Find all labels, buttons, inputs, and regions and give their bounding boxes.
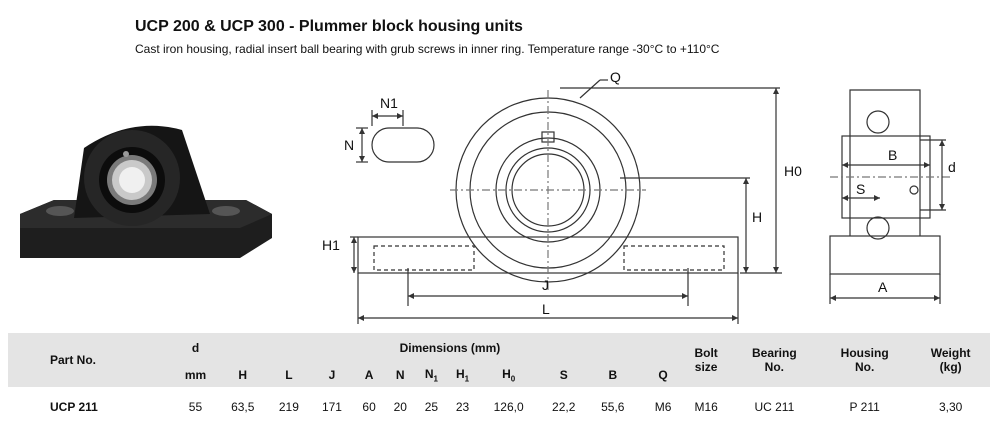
cell-j: 171 <box>321 400 342 414</box>
cell-h0: 126,0 <box>493 400 524 414</box>
label-s: S <box>856 181 865 197</box>
cell-a: 60 <box>362 400 376 414</box>
cell-d: 55 <box>188 400 203 414</box>
unit-mm: mm <box>172 363 219 387</box>
cell-n1: 25 <box>424 400 439 414</box>
cell-h: 63,5 <box>231 400 255 414</box>
col-h1: H1 <box>446 363 479 387</box>
table-row: UCP 211 55 63,5 219 171 60 20 25 23 126,… <box>8 387 990 427</box>
cell-bearing: UC 211 <box>754 400 795 414</box>
cell-weight: 3,30 <box>938 400 963 414</box>
col-l: L <box>267 363 311 387</box>
col-h0: H0 <box>478 363 540 387</box>
grease-nipple <box>123 151 129 157</box>
label-h0: H0 <box>784 163 802 179</box>
cell-spacer <box>637 387 644 427</box>
page-title: UCP 200 & UCP 300 - Plummer block housin… <box>135 18 523 35</box>
cell-q: M6 <box>654 400 672 414</box>
label-h: H <box>752 209 762 225</box>
bolt-slot-left <box>46 206 74 216</box>
product-image <box>20 125 272 258</box>
col-j: J <box>310 363 354 387</box>
col-s: S <box>539 363 589 387</box>
label-n1: N1 <box>380 95 398 111</box>
label-j: J <box>542 277 549 293</box>
label-b: B <box>888 147 897 163</box>
bolt-slot-right <box>212 206 240 216</box>
cell-h1: 23 <box>455 400 470 414</box>
header-weight: Weight(kg) <box>911 333 990 387</box>
technical-drawing: N1 N Q H0 H H1 J L B d S A <box>322 70 956 324</box>
slot-detail <box>371 127 435 163</box>
page-subtitle: Cast iron housing, radial insert ball be… <box>135 42 720 56</box>
cell-b: 55,6 <box>601 400 625 414</box>
col-b: B <box>588 363 638 387</box>
cell-bolt: M16 <box>694 400 718 414</box>
side-view-housing <box>849 89 921 236</box>
header-d: d <box>172 333 219 363</box>
label-n: N <box>344 137 354 153</box>
header-part-no: Part No. <box>8 333 173 387</box>
label-d: d <box>948 159 956 175</box>
col-n: N <box>384 363 416 387</box>
label-a: A <box>878 279 888 295</box>
cell-s: 22,2 <box>552 400 576 414</box>
label-h1: H1 <box>322 237 340 253</box>
col-spacer <box>637 363 645 387</box>
cell-l: 219 <box>278 400 299 414</box>
col-a: A <box>353 363 385 387</box>
side-view-base <box>829 235 941 275</box>
col-q: Q <box>644 363 682 387</box>
cell-n: 20 <box>393 400 407 414</box>
col-h: H <box>218 363 268 387</box>
label-l: L <box>542 301 550 317</box>
col-n1: N1 <box>415 363 447 387</box>
cell-housing: P 211 <box>849 400 880 414</box>
header-dimensions: Dimensions (mm) <box>218 333 682 363</box>
cell-part: UCP 211 <box>50 400 98 414</box>
label-q: Q <box>610 70 621 85</box>
